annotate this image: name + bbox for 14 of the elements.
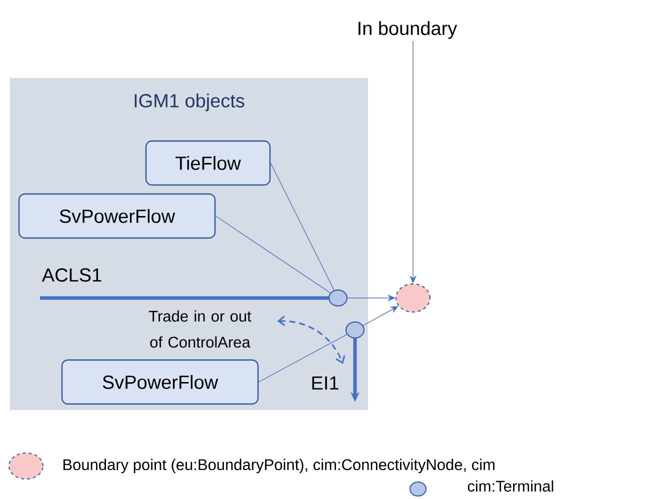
class-box: SvPowerFlow xyxy=(18,193,216,239)
terminal-circle xyxy=(346,322,364,338)
terminal-circle xyxy=(328,290,348,306)
connector-arrow xyxy=(362,306,398,326)
class-box: TieFlow xyxy=(145,140,271,186)
legend-text: cim:Terminal xyxy=(468,480,554,492)
edge-label: EI1 xyxy=(312,376,338,390)
legend-text: Boundary point (eu:BoundaryPoint), cim:ConnectivityNode, cim xyxy=(63,458,494,474)
class-box: SvPowerFlow xyxy=(61,359,259,405)
edge-label: ACLS1 xyxy=(42,268,102,282)
text-label: Trade in or out of ControlArea xyxy=(148,310,252,348)
connector-arrow xyxy=(277,316,346,364)
boundary-point-ellipse xyxy=(396,284,430,312)
text-label: In boundary xyxy=(358,21,458,39)
